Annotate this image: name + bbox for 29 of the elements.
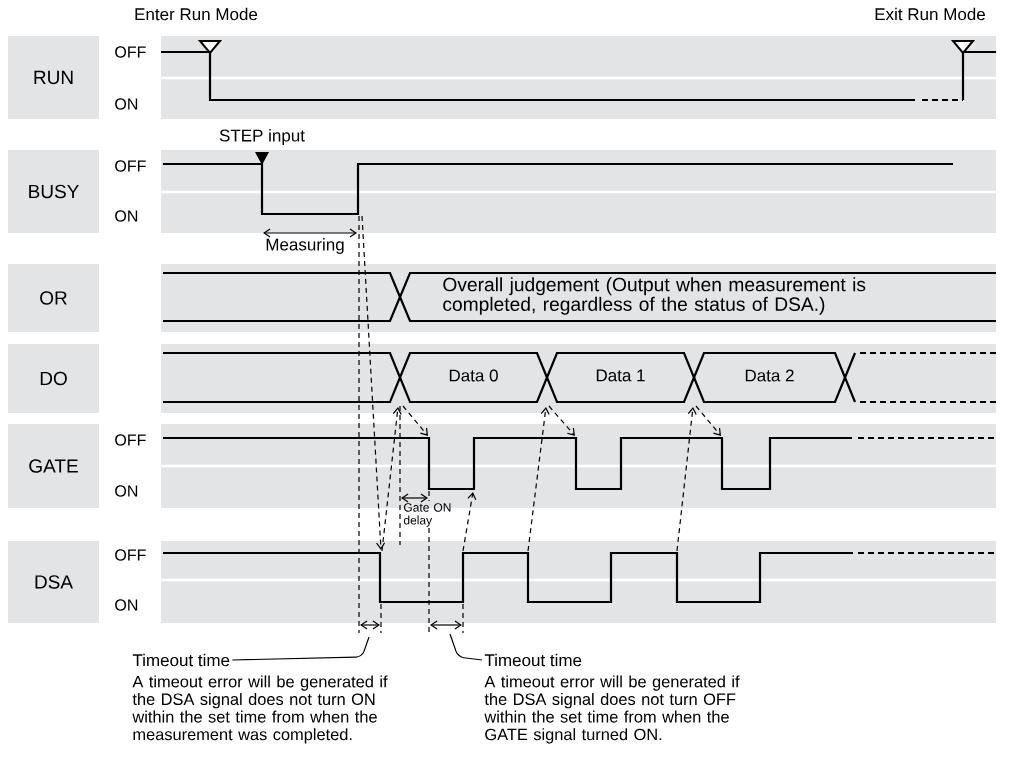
description-text: A timeout error will be generated if the DSA signal does not turn OFF within the set time from when the GATE signal turned ON.: [484, 675, 740, 744]
data-segment: Data 2: [692, 351, 847, 404]
signal-name-box: DO: [8, 344, 99, 413]
leader-line: [449, 633, 483, 661]
state-label: OFF: [115, 160, 146, 172]
state-label: ON: [115, 485, 138, 497]
heading-text: Exit Run Mode: [875, 7, 985, 21]
state-label: OFF: [115, 549, 146, 561]
signal-name-box: RUN: [8, 36, 99, 119]
signal-name-box: BUSY: [8, 150, 99, 233]
state-label: ON: [115, 599, 138, 611]
signal-name-box: GATE: [8, 424, 99, 508]
heading-text: STEP input: [219, 129, 305, 145]
data-segment: Data 1: [545, 351, 696, 404]
leader-line: [231, 636, 370, 661]
heading-text: Timeout time: [132, 653, 230, 667]
state-label: ON: [115, 210, 138, 222]
state-label: OFF: [115, 46, 146, 58]
signal-name-box: DSA: [8, 541, 99, 623]
dimension-label: Measuring: [266, 238, 344, 254]
state-label: OFF: [115, 434, 146, 446]
data-segment: Data 0: [398, 351, 549, 404]
judgement-band: Overall judgement (Output when measurement is completed, regardless of the status of DSA.): [398, 271, 996, 323]
dimension-label: Gate ON delay: [403, 503, 451, 527]
description-text: A timeout error will be generated if the DSA signal does not turn ON within the set time from when the measurement was completed.: [132, 675, 388, 744]
signal-name-box: OR: [8, 264, 99, 332]
heading-text: Timeout time: [484, 653, 582, 667]
heading-text: Enter Run Mode: [135, 7, 258, 21]
state-label: ON: [115, 98, 138, 110]
